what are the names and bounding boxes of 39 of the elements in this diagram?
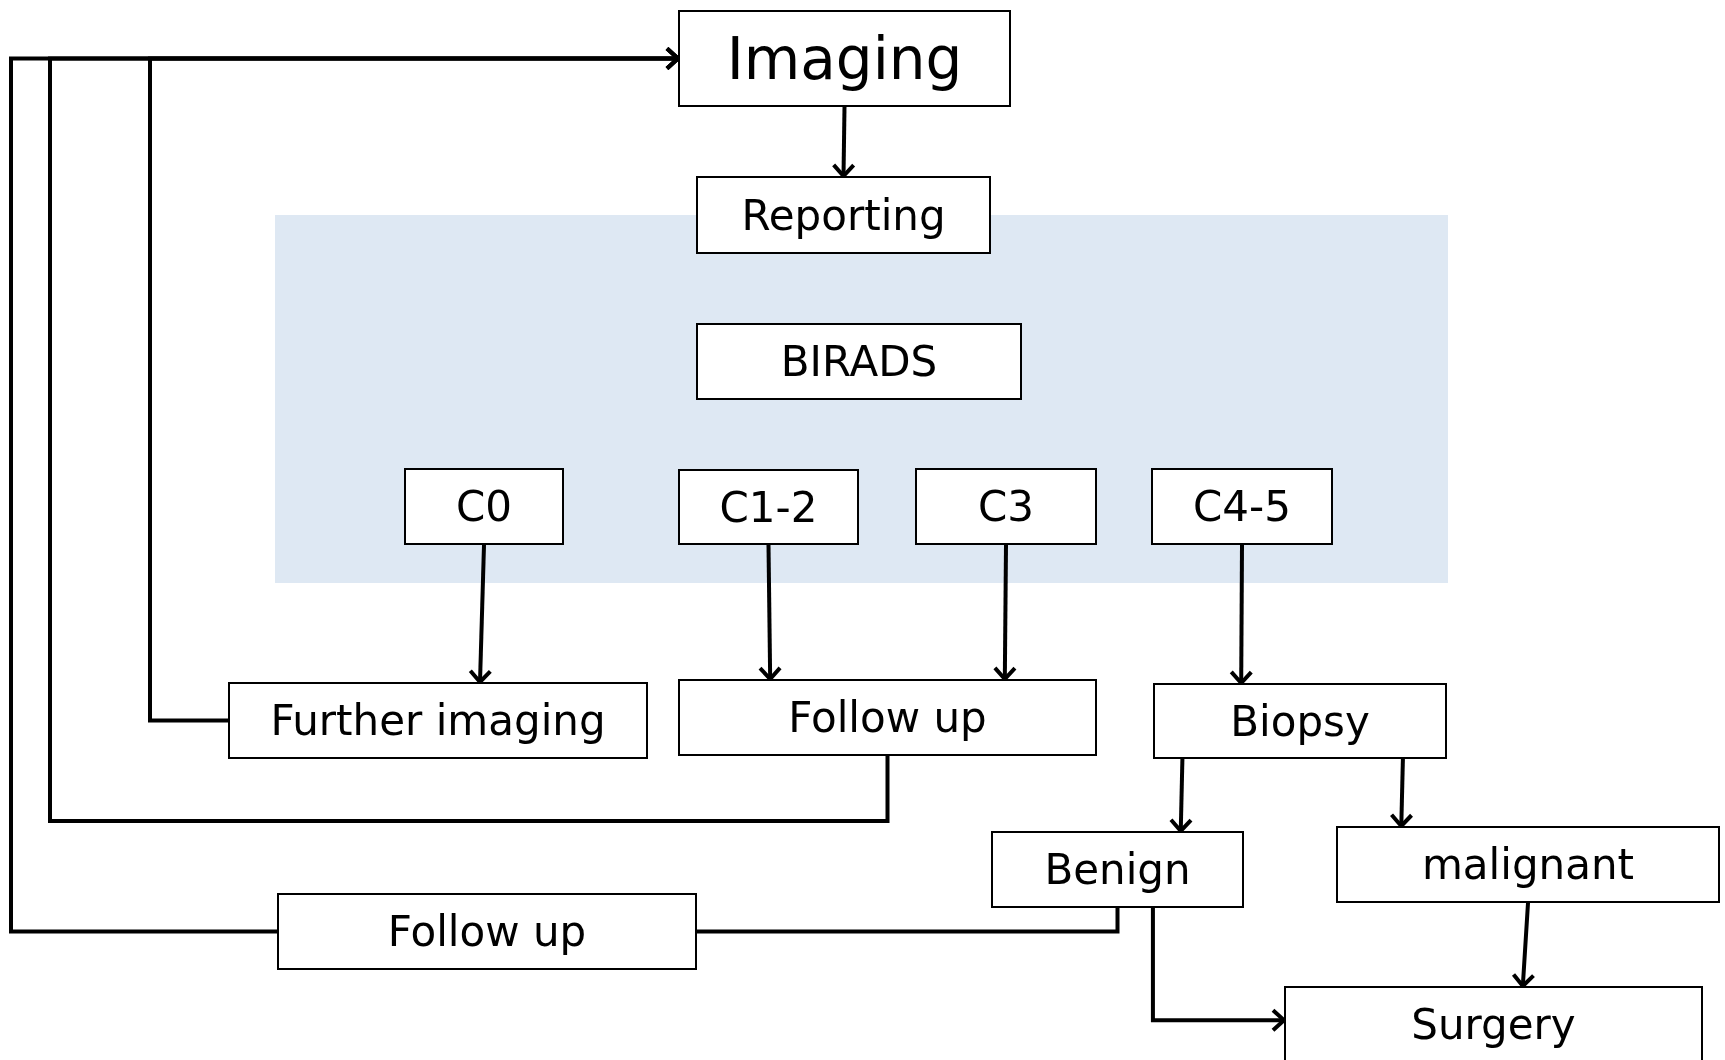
box-label: C0 [455, 482, 513, 531]
process-box [277, 893, 697, 970]
box-label: Surgery [1411, 999, 1576, 1049]
process-box [228, 682, 648, 759]
arrow [1389, 758, 1414, 828]
process-box [1336, 826, 1720, 903]
box-label: C3 [977, 482, 1035, 531]
process-box [696, 323, 1022, 400]
box-label: Follow up [788, 693, 987, 742]
arrow [48, 46, 890, 823]
box-label: Biopsy [1230, 696, 1370, 746]
box-label: BIRADS [780, 337, 938, 386]
box-label: Reporting [741, 190, 946, 240]
box-label: Follow up [387, 907, 587, 956]
process-box [678, 10, 1011, 107]
box-label: malignant [1421, 840, 1635, 889]
process-box [1153, 683, 1447, 759]
arrow [1169, 758, 1193, 833]
arrow [1229, 545, 1254, 685]
arrow [1150, 908, 1286, 1033]
process-box [404, 468, 564, 545]
connector-line [697, 908, 1120, 934]
process-box [678, 679, 1097, 756]
process-box [1151, 468, 1333, 545]
box-label: C1-2 [719, 482, 818, 532]
arrow [758, 544, 783, 681]
process-box [678, 469, 859, 545]
arrow [1511, 902, 1536, 988]
box-label: C4-5 [1193, 482, 1291, 531]
box-label: Imaging [726, 24, 963, 93]
box-label: Benign [1044, 845, 1191, 894]
process-box [915, 468, 1097, 545]
arrow [831, 106, 856, 178]
arrow [992, 544, 1017, 681]
process-box [1284, 986, 1703, 1060]
box-label: Further imaging [270, 696, 606, 745]
process-box [696, 176, 991, 254]
arrow [468, 544, 493, 684]
process-box [991, 831, 1244, 908]
